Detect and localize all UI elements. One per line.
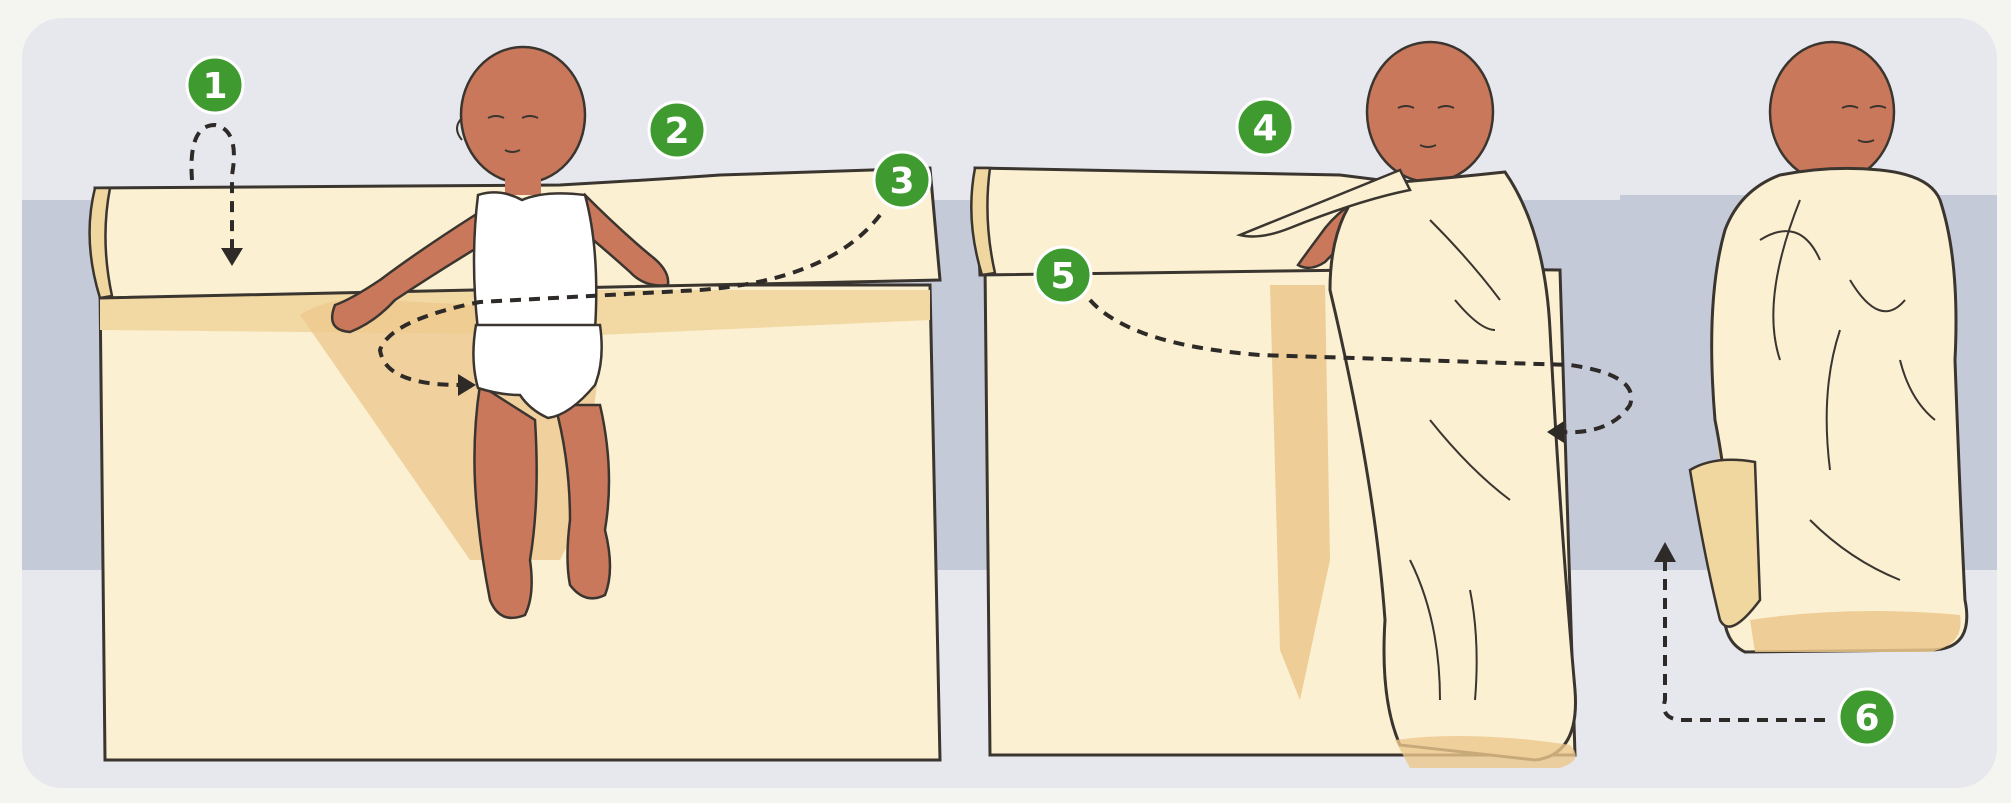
- step-badge-6: 6: [1839, 689, 1895, 745]
- step-badge-4-label: 4: [1252, 108, 1277, 149]
- step-badge-1-label: 1: [202, 66, 227, 107]
- baby-1-head: [461, 47, 585, 183]
- baby-1-vest: [474, 192, 596, 330]
- baby-3-bottom-shadow: [1750, 611, 1961, 652]
- step-badge-6-label: 6: [1854, 698, 1879, 739]
- step-badge-5: 5: [1035, 247, 1091, 303]
- step-badge-1: 1: [187, 57, 243, 113]
- step-badge-3-label: 3: [889, 161, 914, 202]
- baby-1-neck: [505, 175, 541, 195]
- step-badge-3: 3: [874, 152, 930, 208]
- step-badge-5-label: 5: [1050, 256, 1075, 297]
- step-badge-2-label: 2: [664, 111, 689, 152]
- step-badge-2: 2: [649, 102, 705, 158]
- baby-3-head: [1770, 42, 1894, 182]
- step-badge-4: 4: [1237, 99, 1293, 155]
- baby-2-head: [1367, 42, 1493, 182]
